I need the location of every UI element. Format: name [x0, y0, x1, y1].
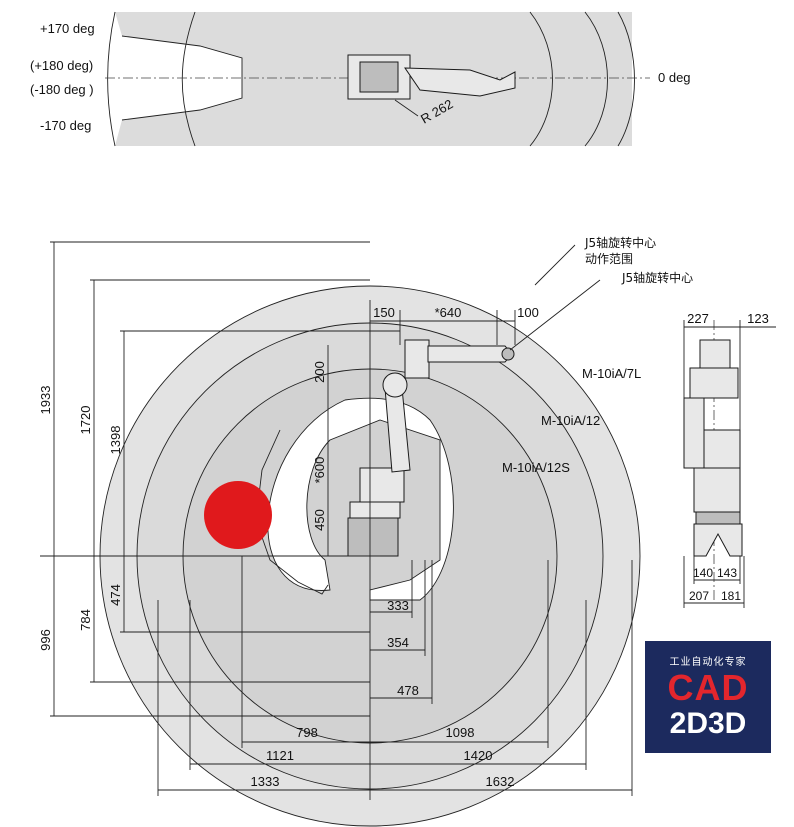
robot-j3-housing [404, 339, 430, 379]
dim-1933: 1933 [38, 386, 53, 415]
brand-logo: 工业自动化专家 CAD 2D3D [645, 641, 771, 753]
robot-upper-arm [427, 345, 513, 363]
inner-limit-outline [255, 429, 329, 595]
dim-181: 181 [721, 589, 741, 603]
dim-354: 354 [387, 635, 409, 650]
logo-sub: 2D3D [669, 707, 747, 740]
dim-150: 150 [373, 305, 395, 320]
top-view-limit [121, 35, 243, 121]
top-view-radius-line [394, 99, 419, 117]
front-motor [693, 467, 741, 513]
dim-1632: 1632 [486, 774, 515, 789]
top-view-arc-inner [107, 11, 116, 147]
logo-main: CAD [667, 667, 749, 708]
label-minus-180: (-180 deg ) [30, 82, 94, 97]
label-plus-180: (+180 deg) [30, 58, 93, 73]
dim-478: 478 [397, 683, 419, 698]
top-view-arc-5 [617, 11, 635, 147]
top-view-arc-4 [584, 11, 608, 147]
front-base-top [695, 511, 741, 525]
top-view-arm [404, 67, 516, 97]
robot-base [347, 517, 399, 557]
dim-600: *600 [312, 457, 327, 484]
robot-j3-joint [382, 372, 408, 398]
label-zero-deg: 0 deg [658, 70, 691, 85]
dim-1333: 1333 [251, 774, 280, 789]
dim-143: 143 [717, 566, 737, 580]
dim-1420: 1420 [464, 748, 493, 763]
label-plus-170: +170 deg [40, 21, 95, 36]
dim-450: 450 [312, 509, 327, 531]
dim-640: *640 [435, 305, 462, 320]
top-view-arc-2 [181, 11, 196, 147]
front-view: 227 123 140 143 207 181 [683, 311, 776, 608]
dim-100: 100 [517, 305, 539, 320]
callout-leader-range [534, 244, 576, 286]
callout-leader-center [509, 279, 601, 351]
dim-474: 474 [108, 584, 123, 606]
callout-j5-range-1: J5轴旋转中心 [584, 235, 656, 250]
front-j2 [703, 429, 741, 469]
dim-996: 996 [38, 629, 53, 651]
top-view: +170 deg (+180 deg) (-180 deg ) -170 deg… [30, 11, 691, 147]
model-m7l: M-10iA/7L [582, 366, 641, 381]
dim-784: 784 [78, 609, 93, 631]
robot-base-top [349, 501, 401, 519]
callout-j5-center: J5轴旋转中心 [621, 270, 693, 285]
top-view-arc-3 [529, 11, 553, 147]
top-view-motor [359, 61, 399, 93]
dim-227: 227 [687, 311, 709, 326]
side-view: 1933 1720 1398 996 784 474 200 *600 450 … [38, 235, 693, 827]
dim-207: 207 [689, 589, 709, 603]
front-base [693, 523, 743, 557]
callout-j5-range-2: 动作范围 [585, 252, 633, 266]
dim-200: 200 [312, 361, 327, 383]
dim-1121: 1121 [266, 748, 294, 763]
dim-1098: 1098 [446, 725, 475, 740]
robot-j2-housing [359, 467, 405, 503]
front-wrist [699, 339, 731, 369]
dim-333: 333 [387, 598, 409, 613]
front-j3 [689, 367, 739, 399]
dim-798: 798 [296, 725, 318, 740]
robot-wrist [501, 347, 515, 361]
red-marker [204, 481, 272, 549]
label-minus-170: -170 deg [40, 118, 91, 133]
dim-1398: 1398 [108, 426, 123, 455]
front-lower-arm [683, 397, 705, 469]
model-m12s: M-10iA/12S [502, 460, 570, 475]
dim-123: 123 [747, 311, 769, 326]
dim-140: 140 [693, 566, 713, 580]
model-m12: M-10iA/12 [541, 413, 600, 428]
dim-1720: 1720 [78, 406, 93, 435]
logo-tagline: 工业自动化专家 [669, 657, 747, 668]
